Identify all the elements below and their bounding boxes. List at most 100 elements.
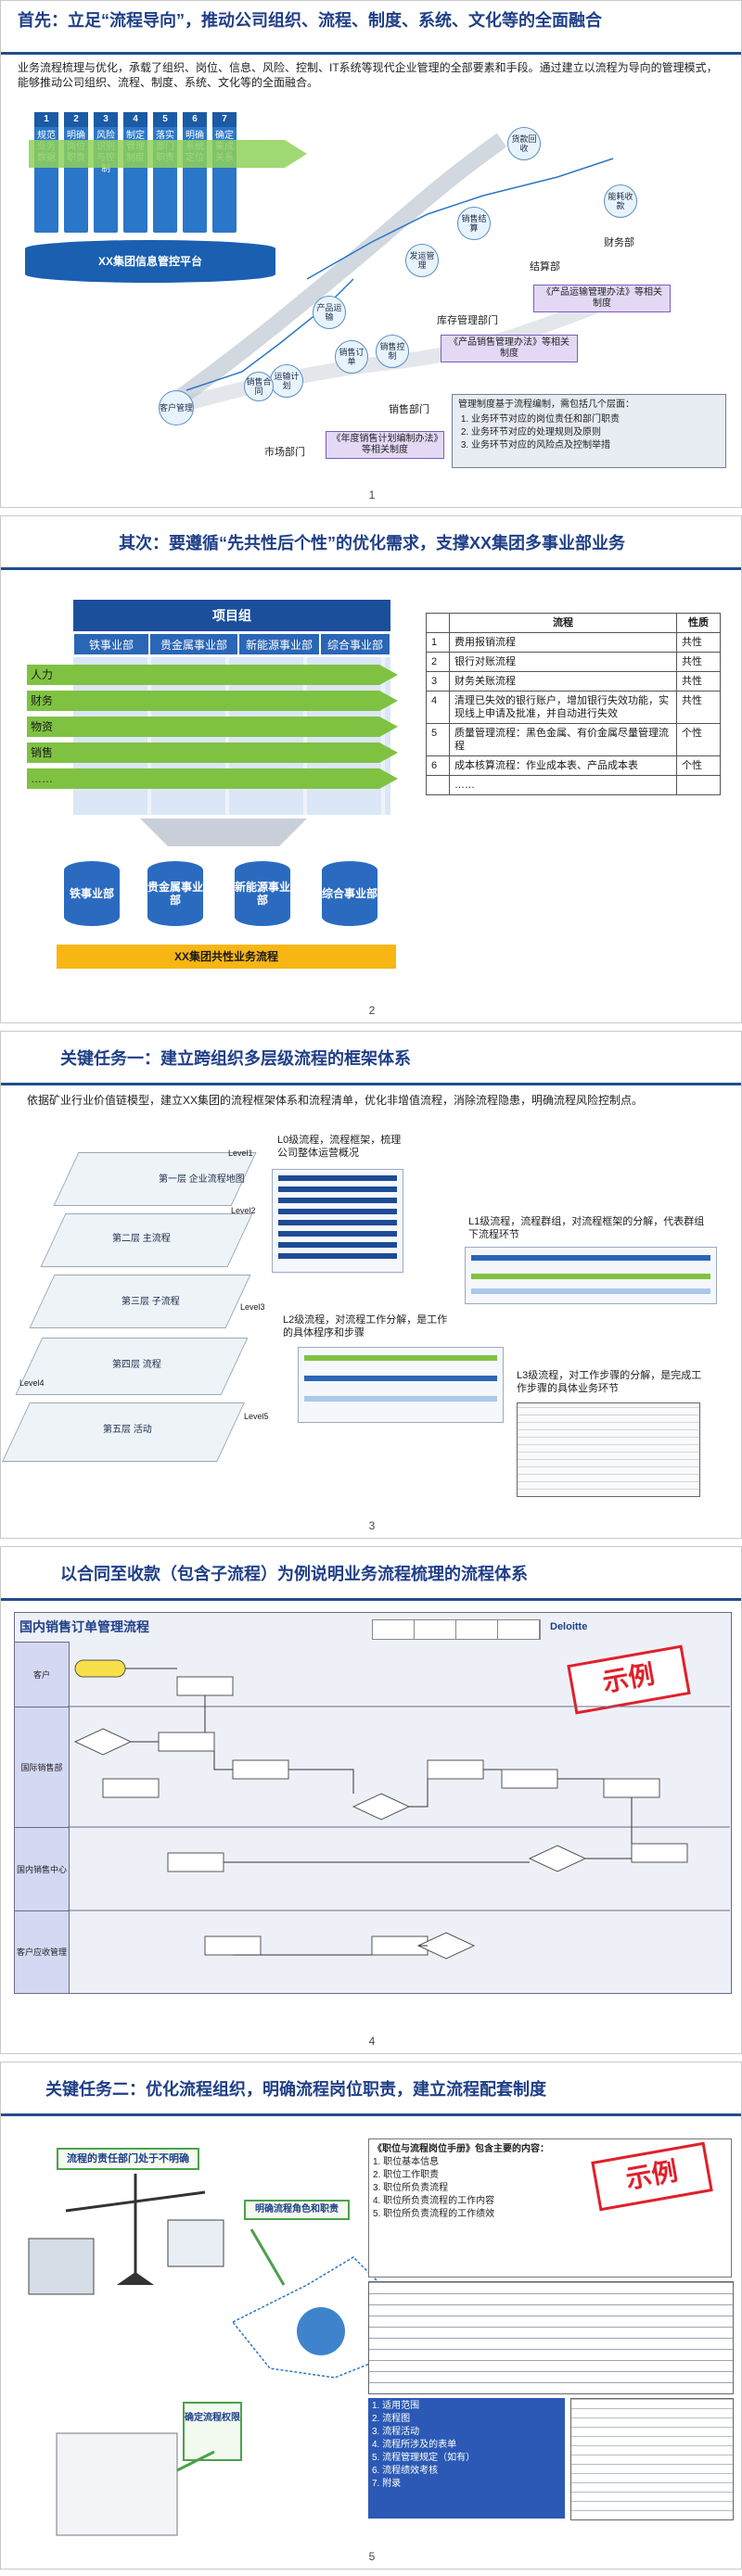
table-row: …… (426, 775, 721, 795)
contents-line: 7. 附录 (372, 2479, 402, 2489)
slide-3: 关键任务一：建立跨组织多层级流程的框架体系 依据矿业行业价值链模型，建立XX集团… (0, 1031, 742, 1539)
policy-pill: 《产品销售管理办法》等相关制度 (441, 335, 578, 362)
process-bubble: 能耗收款 (604, 184, 637, 218)
slide-title-text: 以合同至收款（包含子流程）为例说明业务流程梳理的流程体系 (60, 1565, 528, 1583)
slide-title-text: 首先：立足“流程导向”，推动公司组织、流程、制度、系统、文化等的全面融合 (18, 11, 602, 30)
platform-cylinder: XX集团信息管控平台 (25, 240, 275, 283)
business-unit: 贵金属事业部 (149, 633, 238, 655)
level-callout: L2级流程，对流程工作分解，是工作的具体程序和步骤 (283, 1314, 448, 1339)
process-bubble: 客户管理 (159, 390, 194, 425)
lane-label: 客户应收管理 (14, 1910, 70, 1994)
layer-label: 第三层 子流程 (122, 1297, 180, 1307)
left-label-box: 流程的责任部门处于不明确 (57, 2148, 199, 2170)
business-unit: 新能源事业部 (238, 633, 320, 655)
function-row: 财务 (27, 691, 398, 711)
function-row: …… (27, 768, 398, 789)
contents-line: 2. 流程图 (372, 2414, 411, 2424)
dept-label: 销售部门 (389, 404, 429, 415)
slide-1: 首先：立足“流程导向”，推动公司组织、流程、制度、系统、文化等的全面融合 业务流… (0, 0, 742, 508)
manual-table (368, 2281, 734, 2394)
level-tag: Level4 (19, 1378, 45, 1388)
manual-doc-line: 4. 职位所负责流程的工作内容 (373, 2196, 495, 2206)
slide-title: 关键任务一：建立跨组织多层级流程的框架体系 (1, 1032, 741, 1085)
mid-label-box: 明确流程角色和职责 (244, 2200, 350, 2220)
scale-illustration (28, 2174, 391, 2536)
l1-panel (465, 1247, 717, 1304)
intro-text: 依据矿业行业价值链模型，建立XX集团的流程框架体系和流程清单，优化非增值流程，消… (27, 1094, 644, 1107)
level-tag: Level5 (244, 1412, 269, 1421)
process-bubble: 运输计划 (270, 364, 303, 398)
slide-number: 3 (368, 1519, 376, 1532)
contents-line: 4. 流程所涉及的表单 (372, 2440, 457, 2450)
layer-label: 第二层 主流程 (112, 1234, 171, 1244)
slide-title-text: 关键任务二：优化流程组织，明确流程岗位职责，建立流程配套制度 (45, 2080, 546, 2099)
layer-label: 第四层 流程 (112, 1360, 161, 1370)
header-info-grid (372, 1619, 541, 1640)
table-header: 流程 (449, 613, 677, 633)
manual-doc-title: 《职位与流程岗位手册》包含主要的内容： (373, 2144, 549, 2154)
slide-number: 5 (368, 2550, 376, 2563)
contents-line: 6. 流程绩效考核 (372, 2466, 439, 2476)
down-arrow (140, 818, 307, 846)
level-tag: Level1 (228, 1148, 253, 1158)
policy-note: 管理制度基于流程编制，需包括几个层面： 业务环节对应的岗位责任和部门职责 业务环… (452, 394, 726, 468)
level-callout: L1级流程，流程群组，对流程框架的分解，代表群组下流程环节 (468, 1216, 705, 1240)
dept-label: 结算部 (530, 261, 560, 273)
slide-title: 关键任务二：优化流程组织，明确流程岗位职责，建立流程配套制度 (1, 2062, 741, 2116)
lane-label: 国内销售中心 (14, 1827, 70, 1912)
manual-doc-line: 5. 职位所负责流程的工作绩效 (373, 2209, 495, 2219)
l3-table (517, 1402, 700, 1497)
pillar-column: 5落实部门职责 (153, 112, 177, 233)
pillar-column: 2明确岗位职责 (64, 112, 88, 233)
business-unit: 铁事业部 (73, 633, 149, 655)
slide-title: 首先：立足“流程导向”，推动公司组织、流程、制度、系统、文化等的全面融合 (1, 1, 741, 55)
contents-line: 1. 适用范围 (372, 2401, 420, 2411)
policy-note-item: 业务环节对应的风险点及控制举措 (471, 439, 720, 452)
manual-page-thumbs (570, 2398, 734, 2520)
business-unit: 综合事业部 (320, 633, 390, 655)
process-bubble: 货款回收 (507, 127, 541, 160)
dept-label: 库存管理部门 (437, 315, 498, 326)
slide-title: 其次：要遵循“先共性后个性”的优化需求，支撑XX集团多事业部业务 (1, 516, 741, 570)
slide-number: 1 (368, 489, 376, 501)
contents-line: 5. 流程管理规定（如有） (372, 2453, 476, 2463)
level-tag: Level3 (240, 1302, 265, 1312)
process-bubble: 销售订单 (335, 340, 368, 374)
layer-label: 第五层 活动 (103, 1425, 152, 1435)
l2-panel (298, 1347, 504, 1423)
level-callout: L3级流程，对工作步骤的分解，是完成工作步骤的具体业务环节 (517, 1370, 702, 1394)
shared-process-bar: XX集团共性业务流程 (57, 945, 396, 969)
process-bubble: 产品运输 (313, 296, 346, 329)
flowchart-shapes (68, 1659, 730, 1960)
layer-label: 第一层 企业流程地图 (159, 1174, 245, 1185)
slide-title-text: 关键任务一：建立跨组织多层级流程的框架体系 (60, 1049, 411, 1068)
function-row: 物资 (27, 717, 398, 737)
function-row: 销售 (27, 742, 398, 763)
flowchart-title: 国内销售订单管理流程 (19, 1619, 149, 1634)
policy-pill: 《产品运输管理办法》等相关制度 (533, 285, 671, 312)
slide-title-text: 其次：要遵循“先共性后个性”的优化需求，支撑XX集团多事业部业务 (118, 534, 625, 552)
slide-5: 关键任务二：优化流程组织，明确流程岗位职责，建立流程配套制度 流程的责任部门处于… (0, 2062, 742, 2570)
slide-title: 以合同至收款（包含子流程）为例说明业务流程梳理的流程体系 (1, 1547, 741, 1601)
l0-panel (272, 1169, 403, 1273)
brand-logo: Deloitte (550, 1621, 588, 1632)
project-team-banner: 项目组 (73, 600, 390, 631)
process-bubble: 销售合同 (244, 372, 274, 401)
slide-number: 2 (368, 1004, 376, 1017)
process-bubble: 销售控制 (376, 335, 409, 368)
unit-cylinder: 贵金属事业部 (147, 861, 203, 926)
lane-label: 客户 (14, 1642, 70, 1708)
process-bubble: 发运管理 (405, 244, 439, 277)
policy-pill: 《年度销售计划编制办法》等相关制度 (326, 431, 444, 459)
slide-2: 其次：要遵循“先共性后个性”的优化需求，支撑XX集团多事业部业务 项目组 铁事业… (0, 515, 742, 1023)
dept-label: 市场部门 (264, 447, 305, 458)
level-callout: L0级流程，流程框架，梳理公司整体运营概况 (277, 1135, 402, 1159)
unit-cylinder: 铁事业部 (64, 861, 120, 926)
function-row: 人力 (27, 665, 398, 685)
process-bubble: 销售结算 (457, 207, 491, 240)
